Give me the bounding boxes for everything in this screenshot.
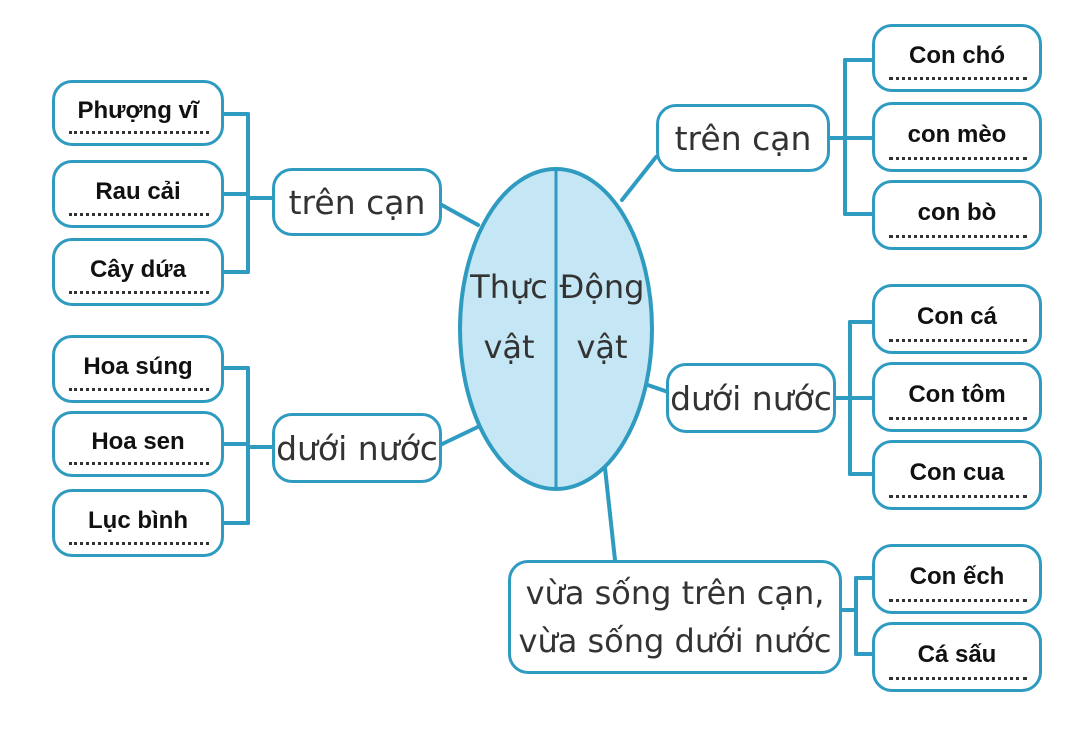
category-animal-both-line2: vừa sống dưới nước: [518, 622, 832, 660]
answer-text: con bò: [917, 199, 997, 226]
dotted-line: [889, 157, 1027, 160]
center-animals-line2: vật: [576, 328, 628, 366]
center-plants-line1: Thực: [470, 268, 548, 306]
dotted-line: [889, 235, 1027, 238]
answer-text: Rau cải: [95, 178, 181, 205]
dotted-line: [69, 388, 209, 391]
category-animal-both: vừa sống trên cạn, vừa sống dưới nước: [508, 560, 842, 674]
dotted-line: [889, 495, 1027, 498]
answer-box[interactable]: con mèo: [872, 102, 1042, 172]
answer-text: Con chó: [909, 42, 1005, 69]
connector-animal-land: [620, 155, 658, 202]
dotted-line: [69, 213, 209, 216]
category-plant-land: trên cạn: [272, 168, 442, 236]
center-label-plants: Thực vật: [466, 257, 552, 377]
answer-text: con mèo: [907, 121, 1007, 148]
connector-animal-both: [603, 466, 617, 562]
answer-text: Con cua: [909, 459, 1005, 486]
answer-box[interactable]: Cá sấu: [872, 622, 1042, 692]
answer-text: Cá sấu: [917, 641, 997, 668]
answer-box[interactable]: Con cua: [872, 440, 1042, 510]
answer-box[interactable]: Con cá: [872, 284, 1042, 354]
dotted-line: [889, 599, 1027, 602]
answer-text: Cây dứa: [89, 256, 187, 283]
answer-box[interactable]: Hoa sen: [52, 411, 224, 477]
answer-text: Phượng vĩ: [77, 97, 199, 124]
answer-box[interactable]: Con chó: [872, 24, 1042, 92]
connector-plant-land: [438, 202, 480, 227]
dotted-line: [889, 77, 1027, 80]
center-label-animals: Động vật: [558, 257, 646, 377]
answer-text: Hoa súng: [83, 353, 193, 380]
answer-box[interactable]: con bò: [872, 180, 1042, 250]
dotted-line: [69, 131, 209, 134]
dotted-line: [69, 462, 209, 465]
center-animals-line1: Động: [559, 268, 645, 306]
answer-text: Lục bình: [88, 507, 188, 534]
answer-box[interactable]: Hoa súng: [52, 335, 224, 403]
category-plant-water: dưới nước: [272, 413, 442, 483]
category-animal-water: dưới nước: [666, 363, 836, 433]
answer-box[interactable]: Con tôm: [872, 362, 1042, 432]
answer-text: Hoa sen: [91, 428, 185, 455]
dotted-line: [69, 291, 209, 294]
answer-box[interactable]: Lục bình: [52, 489, 224, 557]
category-animal-both-line1: vừa sống trên cạn,: [525, 574, 825, 612]
answer-text: Con ếch: [909, 563, 1005, 590]
answer-box[interactable]: Con ếch: [872, 544, 1042, 614]
answer-box[interactable]: Rau cải: [52, 160, 224, 228]
answer-text: Con tôm: [908, 381, 1006, 408]
answer-text: Con cá: [916, 303, 997, 330]
dotted-line: [889, 417, 1027, 420]
dotted-line: [69, 542, 209, 545]
connector-plant-water: [436, 422, 486, 448]
dotted-line: [889, 677, 1027, 680]
center-plants-line2: vật: [483, 328, 535, 366]
answer-box[interactable]: Cây dứa: [52, 238, 224, 306]
dotted-line: [889, 339, 1027, 342]
category-animal-land: trên cạn: [656, 104, 830, 172]
answer-box[interactable]: Phượng vĩ: [52, 80, 224, 146]
